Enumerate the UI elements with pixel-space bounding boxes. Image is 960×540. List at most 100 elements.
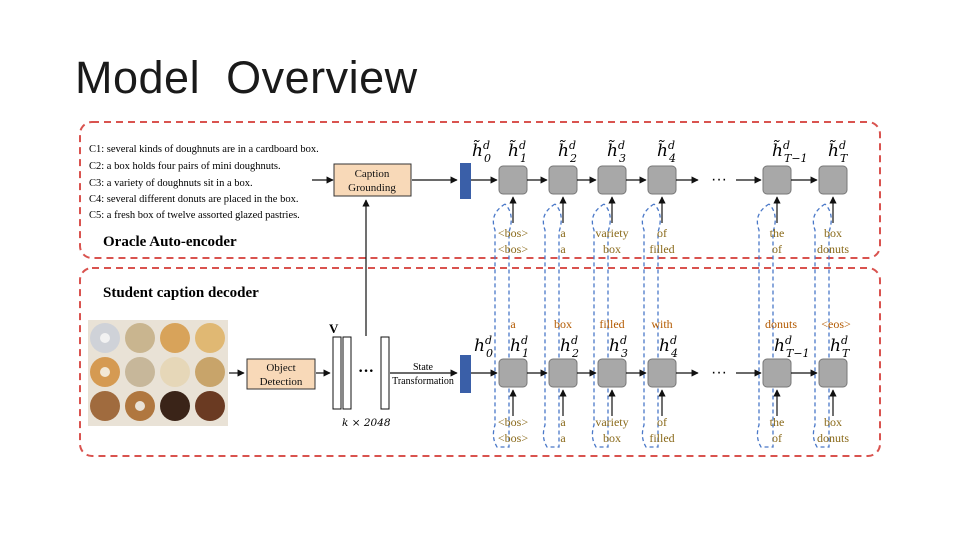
oracle-input-top-4: the <box>770 226 785 240</box>
student-input-top-3: of <box>657 415 667 429</box>
state-transformation-line1: State <box>413 362 434 373</box>
column-link-1 <box>542 203 562 448</box>
column-link-3 <box>641 203 661 448</box>
feature-v-label: V <box>329 321 339 336</box>
student-input-bottom-5: donuts <box>817 431 849 445</box>
student-output-0: a <box>510 317 516 331</box>
column-links <box>492 203 832 448</box>
student-output-4: donuts <box>765 317 797 331</box>
oracle-rnn-cell-3 <box>647 165 677 195</box>
student-input-top-4: the <box>770 415 785 429</box>
oracle-encoder-bar <box>460 163 471 199</box>
oracle-input-top-0: <bos> <box>498 226 528 240</box>
caption-grounding-line1: Caption <box>355 168 390 180</box>
object-detection-line1: Object <box>266 362 295 374</box>
oracle-section-label: Oracle Auto-encoder <box>103 234 237 250</box>
oracle-input-top-5: box <box>824 226 842 240</box>
student-rnn-cell-5 <box>818 358 848 388</box>
feature-ellipsis: ··· <box>358 363 374 380</box>
oracle-input-bottom-5: donuts <box>817 242 849 256</box>
oracle-rnn-cell-1 <box>548 165 578 195</box>
oracle-input-top-1: a <box>560 226 566 240</box>
student-input-top-2: variety <box>595 415 628 429</box>
student-input-top-1: a <box>560 415 566 429</box>
slide-title: Model Overview <box>75 52 418 103</box>
student-input-bottom-2: box <box>603 431 621 445</box>
column-link-2 <box>591 203 611 448</box>
oracle-input-top-3: of <box>657 226 667 240</box>
oracle-input-bottom-2: box <box>603 242 621 256</box>
oracle-caption-list: C1: several kinds of doughnuts are in a … <box>89 144 319 221</box>
oracle-caption-5: C5: a fresh box of twelve assorted glaze… <box>89 210 300 221</box>
student-input-top-5: box <box>824 415 842 429</box>
column-link-5 <box>812 203 832 448</box>
student-input-bottom-0: <bos> <box>498 431 528 445</box>
student-output-5: <eos> <box>821 317 851 331</box>
oracle-caption-3: C3: a variety of doughnuts sit in a box. <box>89 178 253 189</box>
student-sequence-ellipsis: ··· <box>711 364 727 381</box>
oracle-rnn-cell-4 <box>762 165 792 195</box>
oracle-input-bottom-1: a <box>560 242 566 256</box>
object-detection-box: Object Detection <box>246 358 316 390</box>
oracle-input-bottom-3: filled <box>649 242 674 256</box>
student-rnn-cell-1 <box>548 358 578 388</box>
student-input-bottom-1: a <box>560 431 566 445</box>
student-rnn-cell-4 <box>762 358 792 388</box>
student-rnn-cell-3 <box>647 358 677 388</box>
oracle-input-bottom-0: <bos> <box>498 242 528 256</box>
student-output-1: box <box>554 317 572 331</box>
oracle-rnn-cell-5 <box>818 165 848 195</box>
caption-grounding-box: Caption Grounding <box>333 163 412 197</box>
oracle-rnn-cell-0 <box>498 165 528 195</box>
oracle-rnn-cell-2 <box>597 165 627 195</box>
oracle-section-border <box>79 121 881 259</box>
oracle-input-bottom-4: of <box>772 242 782 256</box>
student-section-border <box>79 267 881 457</box>
oracle-caption-1: C1: several kinds of doughnuts are in a … <box>89 144 319 155</box>
column-link-4 <box>756 203 776 448</box>
object-detection-line2: Detection <box>260 376 303 388</box>
donut-image <box>88 320 228 426</box>
student-rnn-cell-2 <box>597 358 627 388</box>
state-transformation-line2: Transformation <box>392 376 454 387</box>
oracle-input-top-2: variety <box>595 226 628 240</box>
student-section-label: Student caption decoder <box>103 285 259 301</box>
oracle-caption-4: C4: several different donuts are placed … <box>89 194 298 205</box>
student-input-top-0: <bos> <box>498 415 528 429</box>
oracle-caption-2: C2: a box holds four pairs of mini dough… <box>89 161 281 172</box>
student-output-2: filled <box>599 317 624 331</box>
student-encoder-bar <box>460 355 471 393</box>
student-rnn-cell-0 <box>498 358 528 388</box>
student-input-bottom-4: of <box>772 431 782 445</box>
student-input-bottom-3: filled <box>649 431 674 445</box>
feature-dimension: k × 2048 <box>342 417 391 429</box>
